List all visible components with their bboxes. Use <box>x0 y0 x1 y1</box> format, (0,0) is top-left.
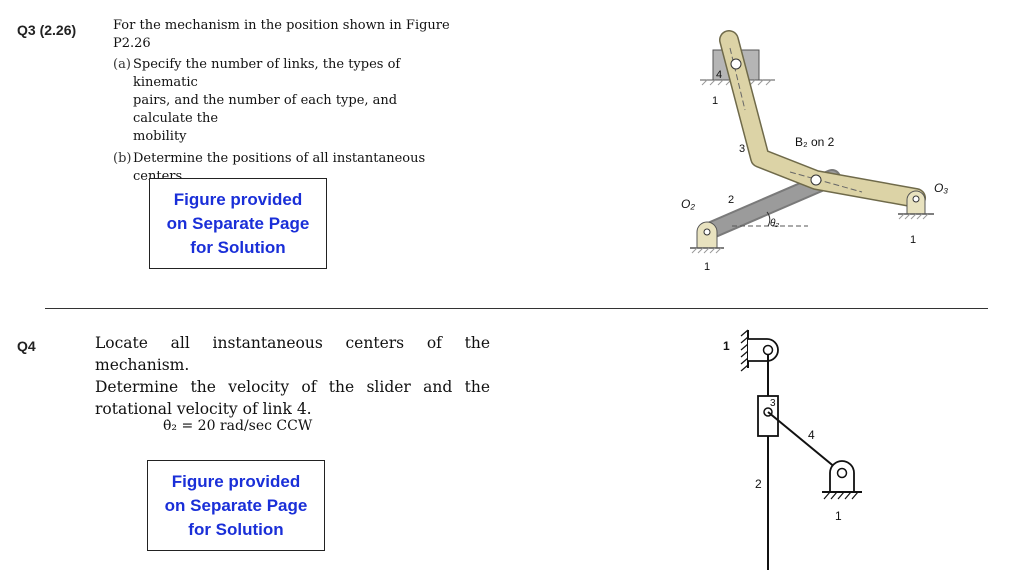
q3-label-link1-right: 1 <box>910 234 916 246</box>
q3-box-line3: for Solution <box>190 237 286 257</box>
q3-label-link4: 4 <box>716 69 722 81</box>
q3-label-o3: O₃ <box>934 181 948 195</box>
q3-part-a-line1: Specify the number of links, the types o… <box>133 57 401 90</box>
q4-problem-text: Locate all instantaneous centers of the … <box>95 332 490 420</box>
q3-ground-o3 <box>898 190 934 220</box>
q3-box-line1: Figure provided <box>173 189 303 209</box>
q4-text-line3: rotational velocity of link 4. <box>95 400 312 418</box>
q3-theta-arc <box>766 211 771 227</box>
q4-link4 <box>767 411 843 474</box>
q3-label-link1-top: 1 <box>712 95 718 107</box>
q3-label-link1-bottom: 1 <box>704 261 710 273</box>
q3-intro-line1: For the mechanism in the position shown … <box>113 18 450 33</box>
q4-wall-ground <box>740 329 749 372</box>
q3-label-link3: 3 <box>739 143 745 155</box>
q4-box-line2: on Separate Page <box>164 495 308 515</box>
q4-ground-hatch <box>822 491 862 500</box>
q3-part-a-label: (a) <box>113 57 131 72</box>
q4-ground-pivot-joint <box>836 467 848 479</box>
q3-ground-o2 <box>690 221 724 254</box>
q4-label: Q4 <box>17 338 36 354</box>
q4-text-line2: Determine the velocity of the slider and… <box>95 378 490 396</box>
section-divider <box>45 308 988 309</box>
q3-label-o2: O₂ <box>681 197 695 211</box>
q4-text-line1: Locate all instantaneous centers of the … <box>95 334 490 374</box>
q4-top-pivot-joint <box>762 344 774 356</box>
q3-label-link2: 2 <box>728 194 734 206</box>
q4-label-link3: 3 <box>770 398 776 409</box>
q3-link3-bent <box>719 30 926 208</box>
q3-part-a-line3: mobility <box>133 129 187 144</box>
q4-figure-notice-box: Figure provided on Separate Page for Sol… <box>147 460 325 551</box>
q3-problem-text: For the mechanism in the position shown … <box>113 17 453 186</box>
q3-figure-notice-box: Figure provided on Separate Page for Sol… <box>149 178 327 269</box>
q3-part-b: (b)Determine the positions of all instan… <box>113 150 453 186</box>
q4-label-link4: 4 <box>808 428 815 442</box>
q3-part-b-label: (b) <box>113 151 132 166</box>
q3-label-theta2: θ₂ <box>770 218 779 229</box>
q4-box-line1: Figure provided <box>171 471 301 491</box>
q4-label-link1-top: 1 <box>723 339 730 353</box>
q3-box-line2: on Separate Page <box>166 213 310 233</box>
q3-label-b2-on-2: B₂ on 2 <box>795 135 835 149</box>
q4-label-link1-bottom: 1 <box>835 509 842 523</box>
q4-given-angular-velocity: θ̇₂ = 20 rad/sec CCW <box>163 418 313 434</box>
q3-part-a: (a) Specify the number of links, the typ… <box>113 56 453 146</box>
q4-box-line3: for Solution <box>188 519 284 539</box>
q4-label-link2: 2 <box>755 477 762 491</box>
q3-intro-line2: P2.26 <box>113 36 151 51</box>
q3-part-a-line2: pairs, and the number of each type, and … <box>133 93 398 126</box>
q3-label: Q3 (2.26) <box>17 22 77 38</box>
